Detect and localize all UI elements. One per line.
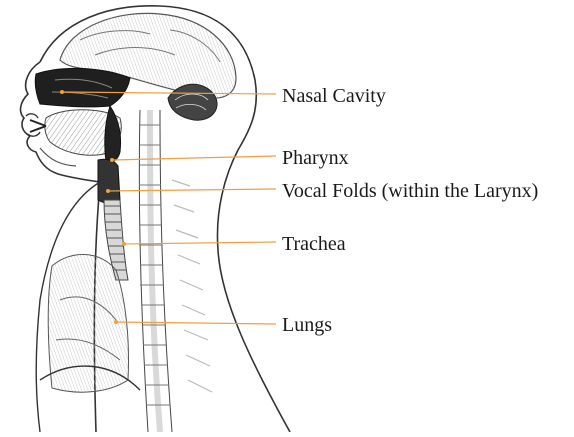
leader-lungs	[116, 322, 276, 324]
nasal-cavity-shape	[35, 68, 130, 106]
cerebellum	[168, 84, 217, 120]
label-nasal-cavity: Nasal Cavity	[282, 86, 386, 106]
label-vocal-folds: Vocal Folds (within the Larynx)	[282, 181, 538, 201]
label-lungs: Lungs	[282, 315, 332, 335]
leader-pharynx	[112, 156, 276, 160]
larynx-shape	[98, 159, 120, 203]
label-trachea: Trachea	[282, 234, 346, 254]
label-pharynx: Pharynx	[282, 148, 349, 168]
leader-trachea	[124, 242, 276, 244]
leader-vocal	[108, 189, 276, 191]
